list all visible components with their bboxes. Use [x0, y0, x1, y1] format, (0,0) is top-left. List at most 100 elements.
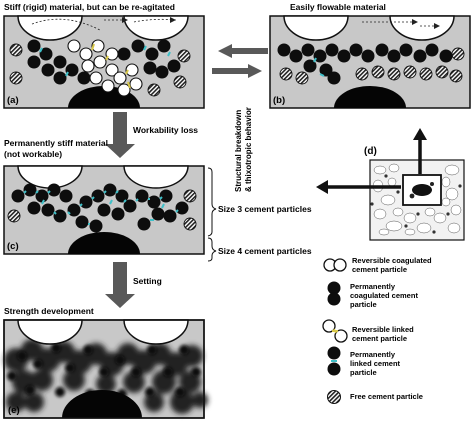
coagulated-particle — [27, 55, 41, 69]
free-particle — [9, 71, 23, 85]
reversible-particle — [105, 47, 119, 61]
coagulated-particle — [117, 47, 131, 61]
hydrated-particle — [144, 392, 164, 412]
hydrated-particle — [17, 351, 27, 361]
aggregate-dot — [404, 224, 408, 228]
link-mark — [67, 211, 71, 215]
linked-particle — [89, 219, 103, 233]
aggregate-mark — [404, 228, 416, 236]
size4-label: Size 4 cement particles — [218, 246, 312, 256]
panel-d-tag: (d) — [364, 146, 377, 157]
reversible-particle — [101, 79, 115, 93]
link-mark — [313, 57, 317, 63]
reversible-particle — [93, 55, 107, 69]
aggregate-texture — [370, 163, 462, 236]
legend-icon-reversible-coagulated — [323, 258, 347, 272]
link-mark — [159, 196, 163, 200]
link-mark — [167, 51, 171, 57]
link-mark — [319, 73, 325, 77]
linked-particle — [75, 215, 89, 229]
dispersed-particle — [425, 43, 439, 57]
hydrated-particle — [99, 367, 109, 377]
hydrated-particle — [31, 369, 53, 391]
coagulated-particle — [155, 65, 169, 79]
legend-label-free: Free cement particle — [350, 392, 423, 401]
setting-arrow: Setting — [105, 262, 162, 308]
link-mark — [125, 69, 129, 75]
free-particle — [449, 69, 463, 83]
dispersed-particle — [303, 59, 317, 73]
link-mark — [127, 81, 131, 89]
hydrated-particle — [192, 392, 208, 408]
linked-particle — [11, 189, 25, 203]
legend-icon-permanently-coagulated — [327, 281, 341, 306]
coagulated-particle — [77, 71, 91, 85]
reversible-particle — [113, 71, 127, 85]
linked-particle — [159, 189, 173, 203]
link-mark — [91, 196, 95, 200]
free-particle — [279, 67, 293, 81]
bottom-particle — [62, 390, 142, 418]
aggregate-mark — [441, 197, 451, 207]
hydrated-particle — [123, 371, 145, 393]
dispersed-particle — [277, 43, 291, 57]
free-particle — [355, 67, 369, 81]
panel-a-box: (a) — [3, 15, 205, 109]
legend-icon-reversible-linked — [322, 319, 348, 343]
dispersed-particle — [289, 49, 303, 63]
dispersed-particle — [301, 43, 315, 57]
free-particle — [403, 65, 417, 79]
aggregate-mark — [445, 187, 459, 201]
linked-particle — [175, 201, 189, 215]
linked-particle — [123, 199, 137, 213]
dispersed-particle — [375, 43, 389, 57]
top-particle-left — [17, 15, 83, 41]
free-particle — [173, 75, 187, 89]
aggregate-mark — [441, 176, 451, 188]
reversible-particle — [67, 39, 81, 53]
link-mark — [161, 203, 165, 209]
aggregate-mark — [444, 164, 460, 176]
free-particle — [435, 65, 449, 79]
reversible-particle — [89, 71, 103, 85]
link-mark — [53, 211, 57, 215]
free-particle — [183, 217, 197, 231]
panel-e: Strength development (e) — [3, 306, 208, 419]
coagulated-particle — [27, 39, 41, 53]
linked-particle — [27, 201, 41, 215]
top-particle-right — [123, 165, 189, 189]
link-mark — [103, 190, 107, 194]
linked-particle — [59, 189, 73, 203]
coagulated-particle — [41, 63, 55, 77]
linked-particle — [163, 209, 177, 223]
hydrated-particle — [25, 385, 35, 395]
link-mark — [115, 190, 119, 194]
linked-particle — [79, 195, 93, 209]
reversible-particle — [117, 83, 131, 97]
dispersed-particle — [319, 63, 333, 77]
hydrated-particle — [55, 387, 65, 397]
free-particle — [295, 71, 309, 85]
dispersed-particle — [327, 71, 341, 85]
aggregate-mark — [380, 194, 396, 206]
free-particle — [451, 47, 465, 61]
free-particle — [177, 49, 191, 63]
coagulated-particle — [53, 71, 67, 85]
reversible-particle — [79, 47, 93, 61]
arrow-right — [212, 64, 262, 78]
hydrated-particle — [115, 355, 125, 365]
aggregate-dot — [446, 212, 450, 216]
link-mark — [79, 203, 83, 207]
free-particle — [7, 209, 21, 223]
panel-b-caption: Easily flowable material — [290, 2, 386, 12]
aggregate-mark — [450, 204, 462, 216]
hydrated-particle — [147, 345, 157, 355]
hydrated-particle — [175, 387, 185, 397]
aggregate-mark — [447, 222, 461, 234]
